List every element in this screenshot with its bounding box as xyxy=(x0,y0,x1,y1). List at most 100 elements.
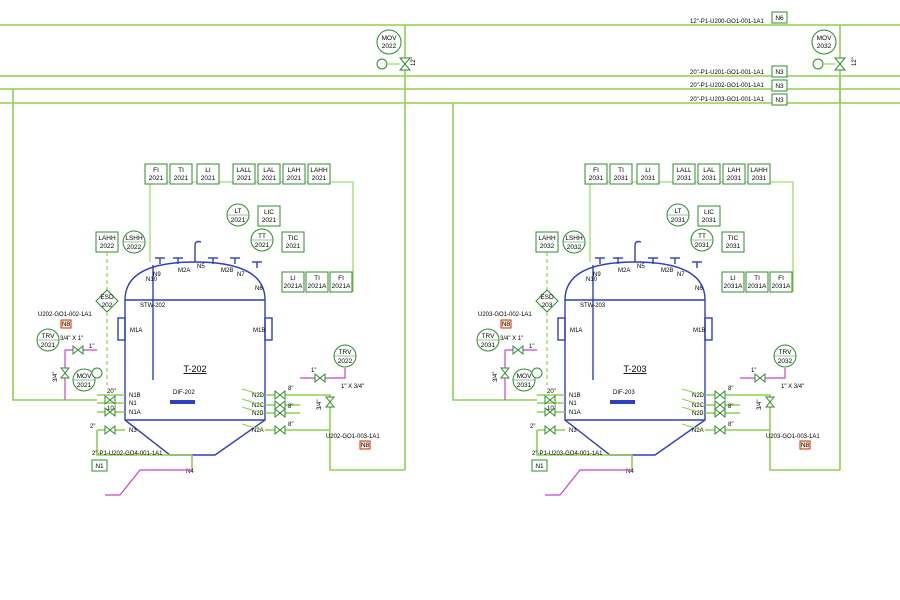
valve-icon[interactable] xyxy=(544,424,556,436)
instrument-number: 2022 xyxy=(127,244,142,251)
mov-top-2032[interactable]: MOV 2032 12" xyxy=(811,25,858,103)
offpage-box xyxy=(771,11,788,24)
mov-tag-l1: MOV xyxy=(382,35,397,42)
valve-icon[interactable] xyxy=(72,344,84,356)
valve-icon[interactable] xyxy=(274,389,286,401)
mov-top-2022[interactable]: MOV 2022 12" xyxy=(376,25,417,470)
instrument-box xyxy=(672,163,696,185)
instrument-number: 2031 xyxy=(702,175,717,182)
vent-nozzle xyxy=(634,240,642,262)
valve-icon[interactable] xyxy=(754,372,766,384)
instrument-tag: TRV xyxy=(779,349,793,356)
manhole-m1a xyxy=(117,317,126,341)
pipe-size-label: 10" xyxy=(107,406,116,412)
instrument-number: 2031 xyxy=(641,175,656,182)
diffuser-label: DIF-203 xyxy=(613,390,635,396)
instrument-box xyxy=(329,271,353,293)
instrument-number: 2022 xyxy=(100,243,115,250)
valve-icon[interactable] xyxy=(764,396,776,408)
pipe-size-label: 20" xyxy=(107,389,116,395)
valve-icon[interactable] xyxy=(544,406,556,418)
valve-icon[interactable] xyxy=(714,389,726,401)
instrument-number: 2021 xyxy=(41,342,56,349)
valve-icon[interactable] xyxy=(544,394,556,406)
valve-icon[interactable] xyxy=(274,399,286,411)
valve-icon[interactable] xyxy=(59,367,71,379)
valve-half xyxy=(549,424,556,436)
valve-icon[interactable] xyxy=(714,424,726,436)
instrument-box xyxy=(307,163,331,185)
instrument-number: 2021 xyxy=(201,175,216,182)
header-line-label: 20"-P1-U203-GO1-001-1A1 xyxy=(690,97,764,103)
valve-half xyxy=(104,406,111,418)
valve-icon[interactable] xyxy=(499,367,511,379)
vessel-shell[interactable] xyxy=(564,261,706,456)
valve-icon[interactable] xyxy=(104,394,116,406)
valve-half xyxy=(719,424,726,436)
valve-half xyxy=(274,389,281,401)
instrument-box xyxy=(697,163,721,185)
valve-icon[interactable] xyxy=(512,344,524,356)
nozzle-label: N2C xyxy=(692,403,705,409)
instrument-number: 2031 xyxy=(589,175,604,182)
valve-icon[interactable] xyxy=(104,406,116,418)
instrument-tag: LI xyxy=(645,167,651,174)
vessel-shell[interactable] xyxy=(124,261,266,456)
valve-icon[interactable] xyxy=(714,407,726,419)
valve-icon[interactable] xyxy=(324,396,336,408)
valve-icon[interactable] xyxy=(314,372,326,384)
valve-icon[interactable] xyxy=(274,407,286,419)
valve-half xyxy=(544,424,551,436)
valve-icon[interactable] xyxy=(714,399,726,411)
valve-icon[interactable] xyxy=(274,424,286,436)
leader-line xyxy=(681,398,703,406)
valve-icon[interactable] xyxy=(104,424,116,436)
valve-half xyxy=(544,394,551,406)
motor-operator-icon xyxy=(91,367,103,379)
instrument-number: 2021 xyxy=(77,382,92,389)
drain-line xyxy=(105,469,192,496)
offpage-box-label: N1 xyxy=(95,463,104,470)
